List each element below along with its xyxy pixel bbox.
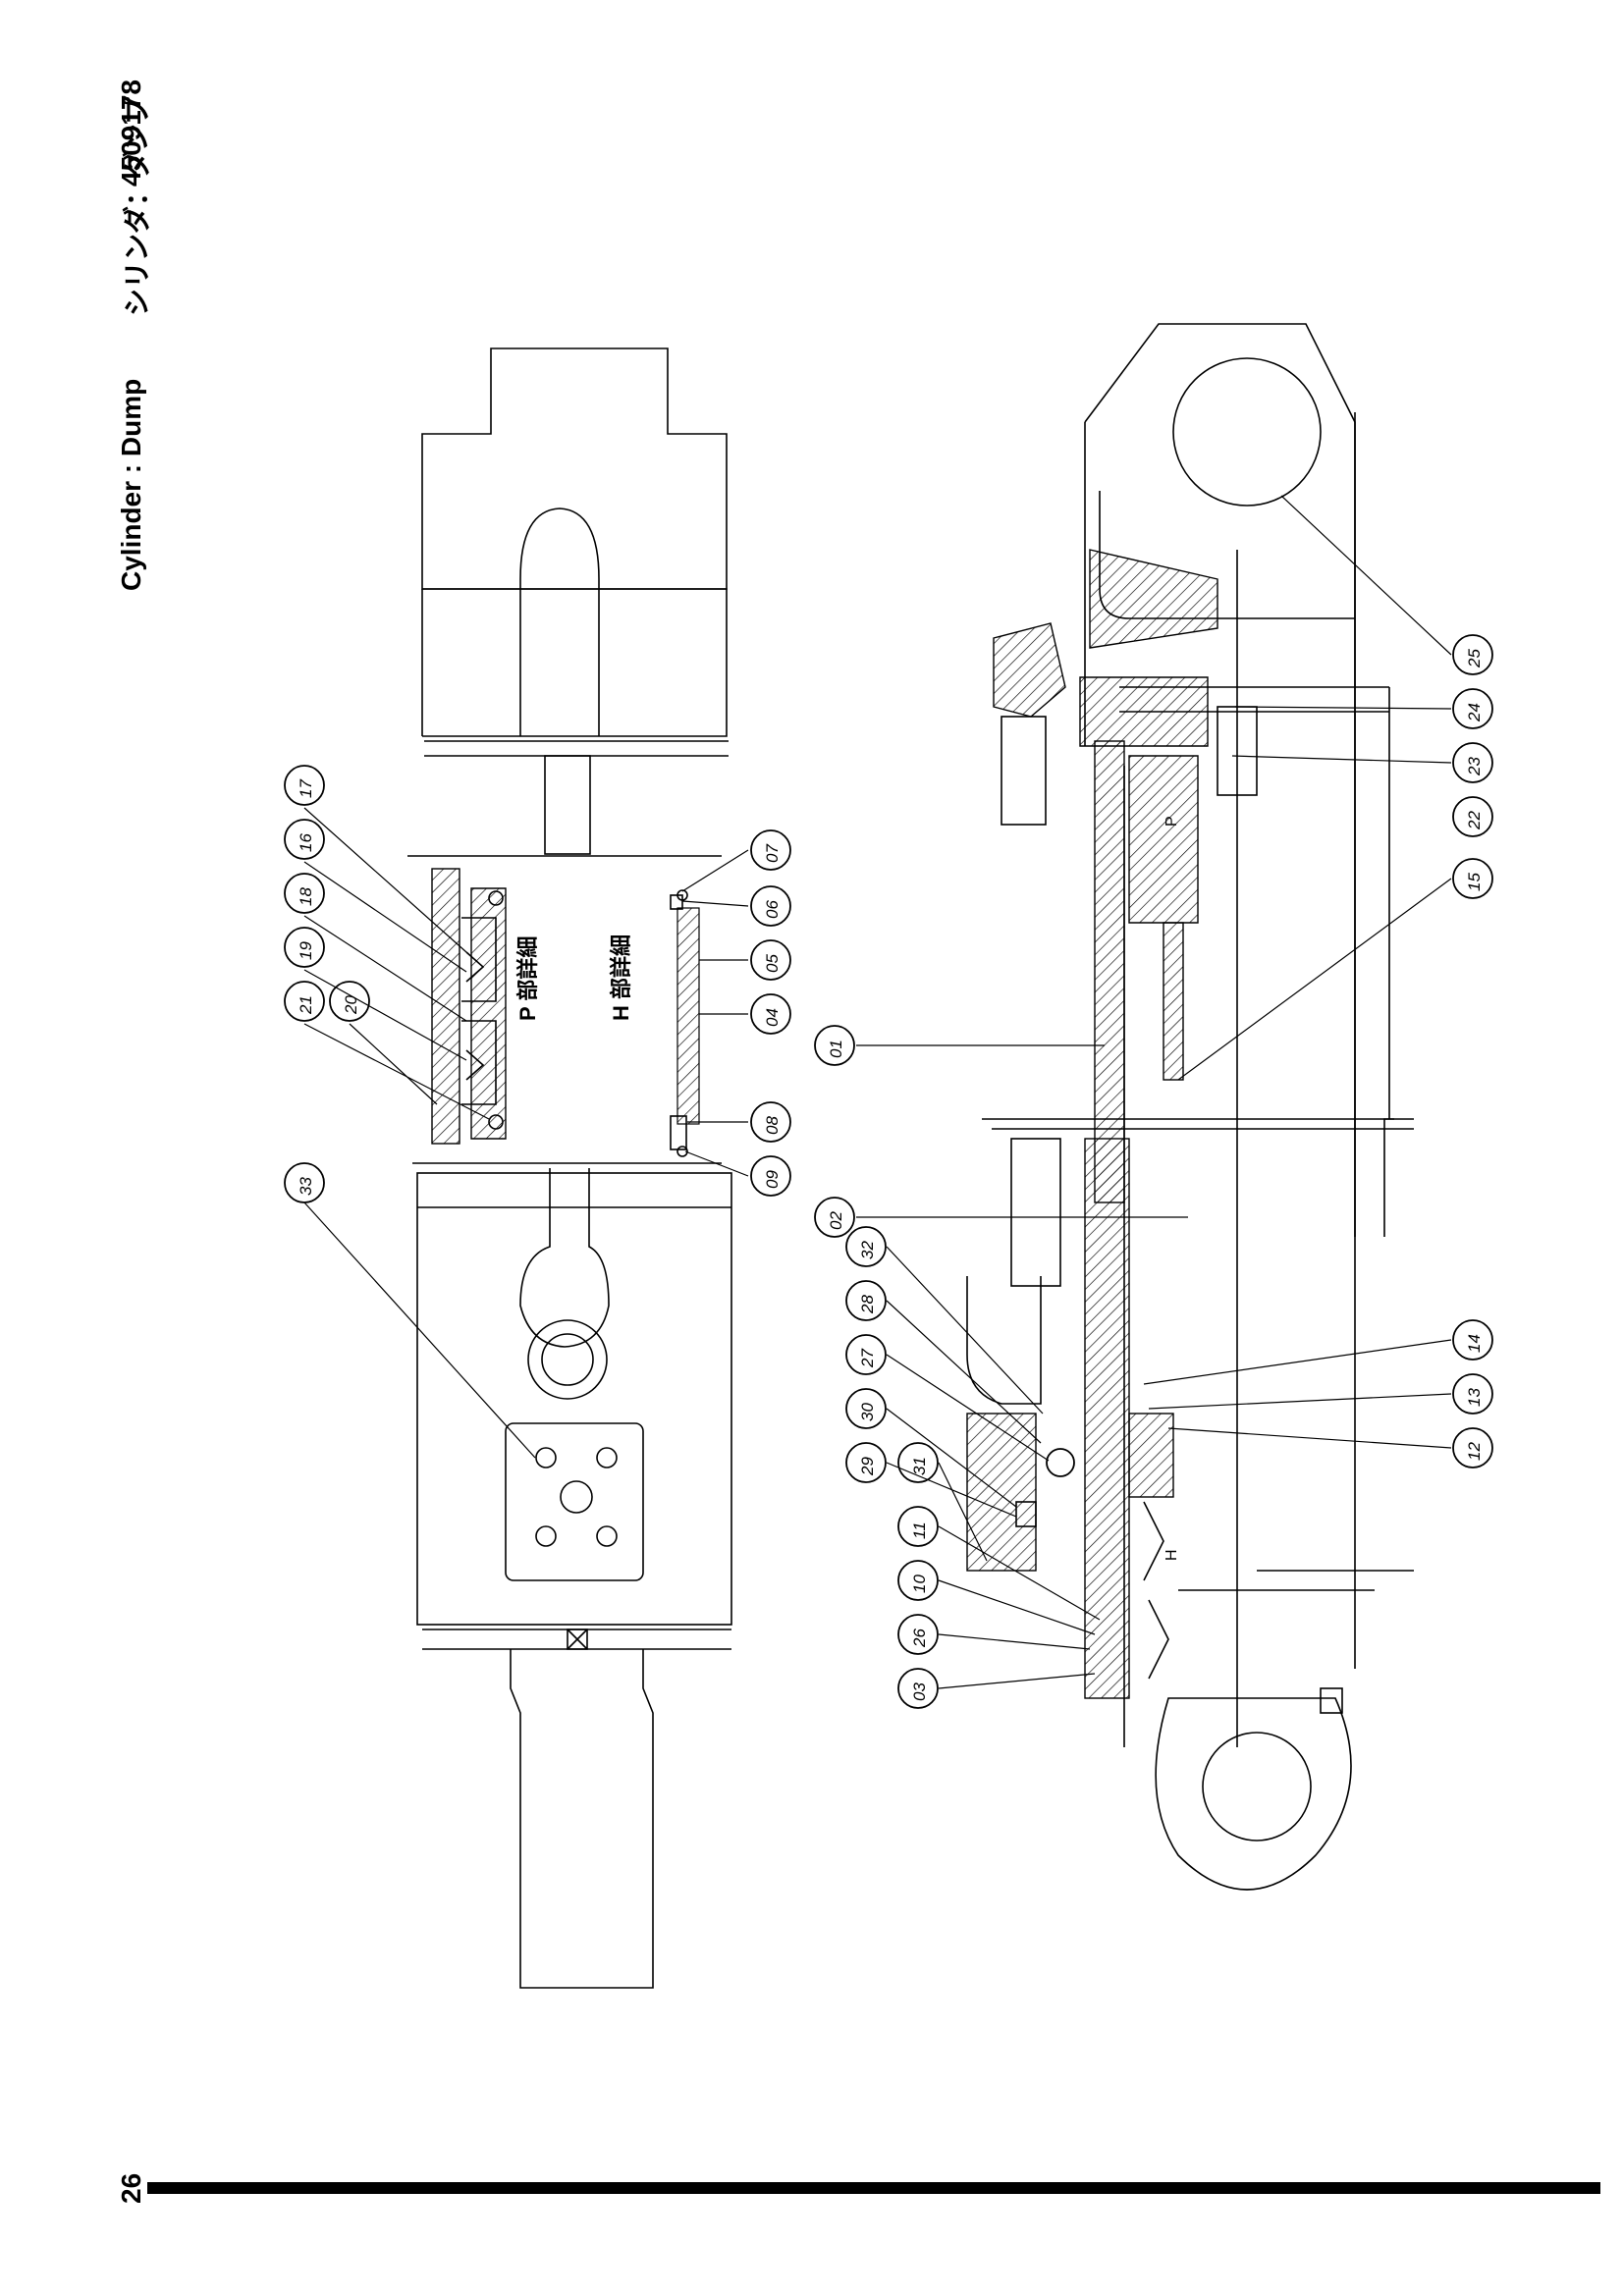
svg-text:22: 22 [1465, 811, 1484, 830]
svg-text:10: 10 [910, 1575, 929, 1593]
svg-text:06: 06 [763, 900, 782, 919]
svg-text:05: 05 [763, 954, 782, 973]
callout-06: 06 [681, 885, 791, 927]
callout-24: 24 [1234, 688, 1493, 729]
callout-18: 18 [284, 873, 467, 1022]
callout-10: 10 [897, 1560, 1096, 1635]
svg-text:19: 19 [297, 941, 315, 960]
callout-11: 11 [897, 1506, 1101, 1621]
svg-text:21: 21 [297, 995, 315, 1015]
callout-01: 01 [814, 1025, 1105, 1066]
callout-31: 31 [897, 1442, 988, 1562]
svg-text:16: 16 [297, 833, 315, 852]
callout-05: 05 [699, 939, 791, 981]
svg-text:32: 32 [858, 1241, 877, 1259]
callout-12: 12 [1167, 1427, 1493, 1468]
svg-text:07: 07 [763, 844, 782, 863]
svg-text:14: 14 [1465, 1334, 1484, 1353]
svg-text:18: 18 [297, 887, 315, 906]
svg-text:04: 04 [763, 1008, 782, 1027]
callout-25: 25 [1280, 495, 1493, 675]
callout-04: 04 [699, 993, 791, 1035]
callout-22: 22 [1452, 796, 1493, 837]
section-label-head: H 部詳細 [609, 934, 633, 1021]
svg-text:31: 31 [910, 1457, 929, 1475]
callout-14: 14 [1143, 1319, 1493, 1385]
external-view [407, 347, 732, 1989]
callout-16: 16 [284, 819, 467, 973]
svg-text:09: 09 [763, 1170, 782, 1189]
callout-02: 02 [814, 1197, 1188, 1238]
footer-rule [147, 2182, 1600, 2194]
callout-27: 27 [845, 1334, 1050, 1462]
svg-text:01: 01 [827, 1040, 845, 1058]
svg-text:11: 11 [910, 1522, 929, 1539]
svg-text:27: 27 [858, 1349, 877, 1368]
svg-text:03: 03 [910, 1682, 929, 1701]
callout-07: 07 [681, 829, 791, 892]
sectional-view [966, 323, 1414, 1891]
svg-text:29: 29 [858, 1457, 877, 1476]
callout-13: 13 [1148, 1373, 1493, 1415]
callout-32: 32 [845, 1226, 1044, 1415]
callout-17: 17 [284, 765, 467, 953]
svg-text:15: 15 [1465, 873, 1484, 891]
svg-text:02: 02 [827, 1211, 845, 1230]
head-letter: H [1163, 1549, 1180, 1561]
section-label-piston: P 部詳細 [515, 936, 540, 1021]
callout-26: 26 [897, 1614, 1091, 1655]
piston-letter: P [1163, 816, 1180, 827]
svg-text:20: 20 [342, 995, 360, 1015]
callout-08: 08 [687, 1101, 791, 1143]
callout-29: 29 [845, 1442, 1017, 1518]
svg-text:24: 24 [1465, 703, 1484, 722]
callout-23: 23 [1231, 742, 1493, 783]
callout-33: 33 [284, 1162, 536, 1459]
svg-text:08: 08 [763, 1116, 782, 1135]
svg-text:17: 17 [297, 779, 315, 798]
callout-28: 28 [845, 1280, 1042, 1444]
callout-19: 19 [284, 927, 467, 1061]
callout-21: 21 [284, 981, 490, 1120]
callout-15: 15 [1177, 858, 1493, 1081]
callout-30: 30 [845, 1388, 1017, 1508]
svg-text:33: 33 [297, 1177, 315, 1196]
callout-03: 03 [897, 1668, 1096, 1709]
svg-text:25: 25 [1465, 649, 1484, 668]
svg-text:28: 28 [858, 1295, 877, 1314]
svg-text:13: 13 [1465, 1388, 1484, 1407]
svg-text:12: 12 [1465, 1442, 1484, 1461]
callout-09: 09 [684, 1150, 791, 1197]
svg-text:26: 26 [910, 1629, 929, 1648]
piston-section-detail [431, 868, 700, 1157]
svg-text:23: 23 [1465, 757, 1484, 776]
callout-20: 20 [329, 981, 438, 1105]
svg-text:30: 30 [858, 1403, 877, 1421]
